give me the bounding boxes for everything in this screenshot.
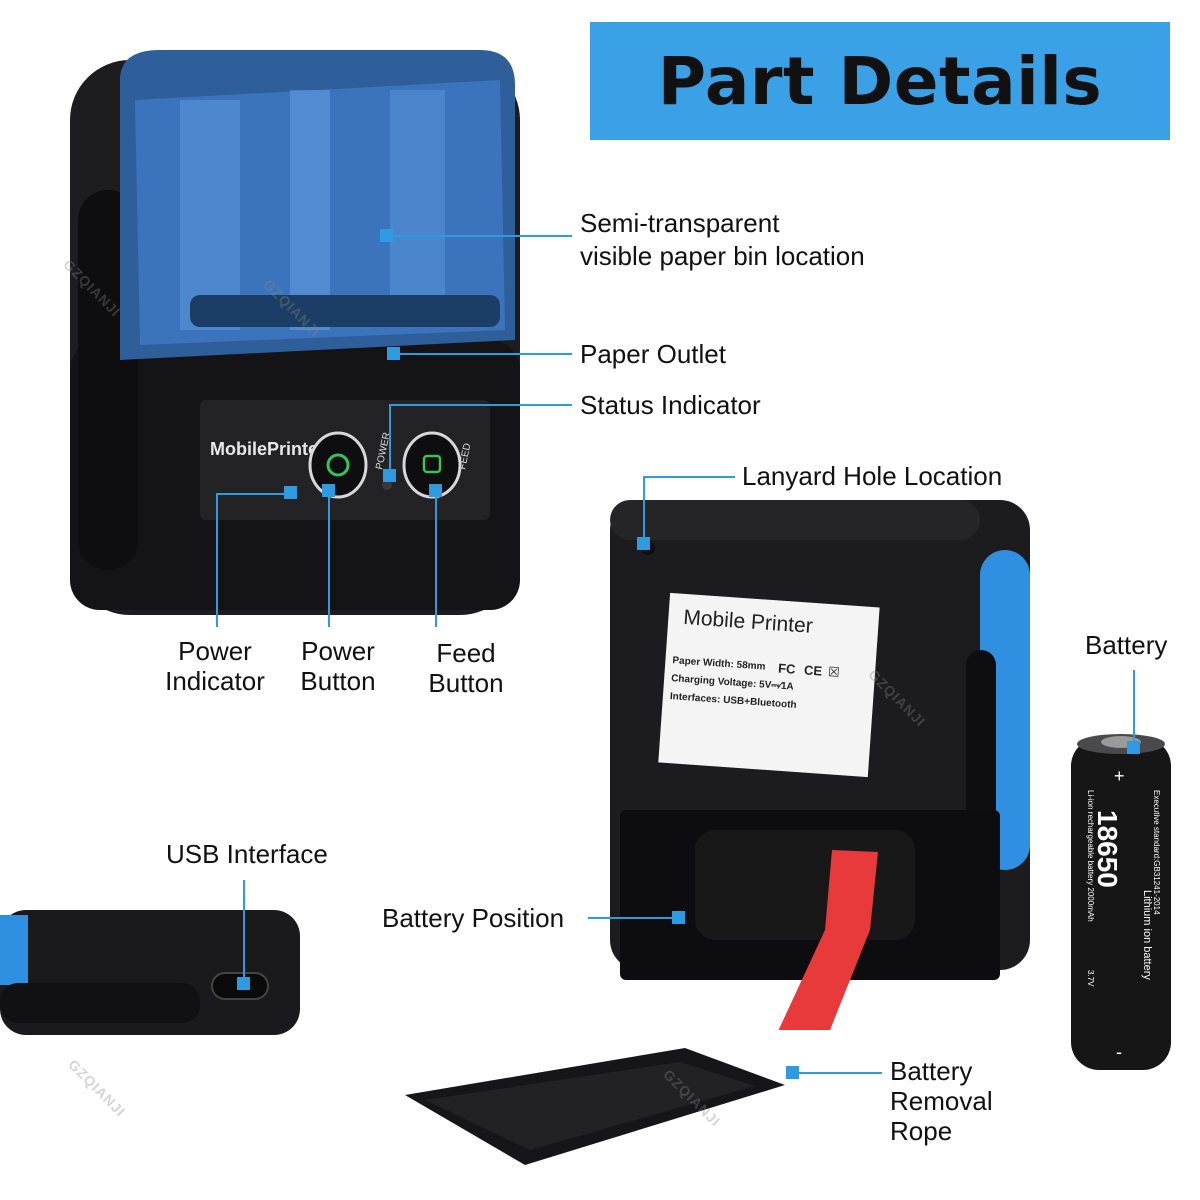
leader-lanyard-h (643, 476, 735, 478)
callout-battery-rope: Battery Removal Rope (890, 1056, 993, 1146)
leader-usb (243, 880, 245, 978)
callout-power-indicator-line2: Indicator (165, 666, 265, 696)
leader-power-indicator-v (216, 493, 218, 627)
callout-power-button: Power Button (287, 636, 389, 696)
callout-paper-bin-line1: Semi-transparent (580, 208, 780, 238)
battery-model-text: 18650 (1092, 810, 1123, 888)
callout-power-button-line1: Power (301, 636, 375, 666)
marker-feed-button (429, 484, 442, 497)
marker-usb (237, 977, 250, 990)
callout-battery-rope-line2: Removal (890, 1086, 993, 1116)
callout-feed-button: Feed Button (416, 638, 516, 698)
marker-lanyard (637, 537, 650, 550)
battery-cell-image: + 18650 Lithium ion battery Executive st… (1071, 734, 1171, 1070)
front-brand-text: MobilePrinter (210, 439, 325, 459)
marker-battery-rope (786, 1066, 799, 1079)
leader-lanyard-v (643, 476, 645, 538)
battery-type-text: Lithium ion battery (1141, 890, 1153, 980)
leader-power-indicator-h (216, 493, 290, 495)
leader-paper-outlet (393, 353, 572, 355)
feed-label-text: FEED (457, 442, 473, 470)
battery-standard-text: Executive standard:GB31241-2014 (1152, 790, 1161, 915)
callout-power-indicator-line1: Power (178, 636, 252, 666)
watermark: GZQIANJI (65, 1056, 129, 1120)
back-printer-image: Mobile Printer Paper Width: 58mm Chargin… (610, 500, 1030, 1030)
callout-feed-button-line1: Feed (436, 638, 496, 668)
leader-battery (1133, 670, 1135, 742)
leader-status-v (389, 404, 391, 470)
battery-voltage-text: 3.7V (1086, 970, 1095, 987)
marker-power-button (322, 484, 335, 497)
callout-battery-rope-line1: Battery (890, 1056, 973, 1086)
callout-battery-rope-line3: Rope (890, 1116, 953, 1146)
cert-weee-text: ☒ (828, 664, 841, 680)
leader-feed-button (435, 490, 437, 627)
leader-battery-rope (792, 1072, 882, 1074)
leader-status-h (389, 404, 572, 406)
title-banner: Part Details (590, 22, 1170, 140)
callout-paper-outlet: Paper Outlet (580, 339, 726, 369)
marker-paper-outlet (387, 347, 400, 360)
battery-spec-text: Li-ion rechargeable battery 2000mAh (1086, 790, 1095, 922)
leader-power-button (328, 490, 330, 627)
callout-power-indicator: Power Indicator (155, 636, 275, 696)
callout-battery: Battery (1085, 630, 1168, 660)
cert-ce-text: CE (804, 662, 823, 678)
cert-fc-text: FC (778, 661, 797, 677)
callout-paper-bin-line2: visible paper bin location (580, 241, 865, 271)
marker-battery-position (672, 911, 685, 924)
battery-minus-text: - (1116, 1042, 1122, 1062)
marker-battery (1127, 741, 1140, 754)
leader-paper-bin (386, 235, 572, 237)
callout-lanyard-hole: Lanyard Hole Location (742, 461, 1003, 491)
marker-paper-bin (380, 229, 393, 242)
callout-usb-interface: USB Interface (166, 839, 328, 869)
marker-power-indicator (284, 486, 297, 499)
battery-cover-image (405, 1048, 785, 1165)
front-printer-image: MobilePrinter POWER FEED (70, 50, 520, 615)
callout-feed-button-line2: Button (428, 668, 504, 698)
marker-status (383, 469, 396, 482)
callout-power-button-line2: Button (300, 666, 376, 696)
banner-title: Part Details (657, 42, 1103, 120)
battery-plus-text: + (1114, 766, 1125, 786)
usb-side-image (0, 910, 300, 1035)
callout-status-indicator: Status Indicator (580, 390, 761, 420)
callout-battery-position: Battery Position (382, 903, 565, 933)
leader-battery-position (588, 917, 672, 919)
callout-paper-bin: Semi-transparent visible paper bin locat… (580, 208, 865, 271)
